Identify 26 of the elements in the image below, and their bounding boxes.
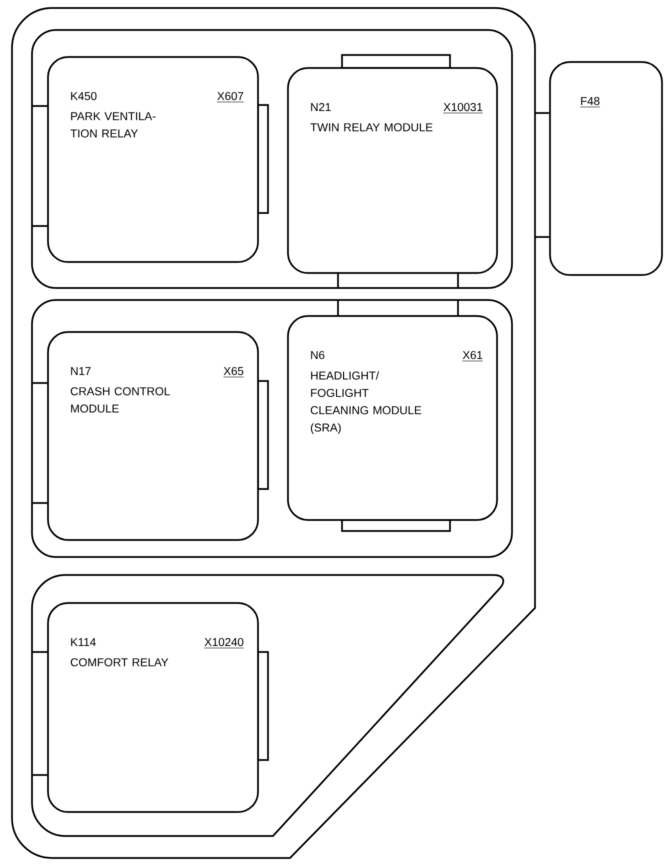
connector-number: X61	[462, 351, 484, 362]
relay-slot	[31, 574, 504, 837]
relay-box	[47, 602, 259, 813]
component-code: N21	[311, 103, 331, 111]
component-name: CRASH CONTROL MODULE	[70, 387, 170, 413]
component-name: HEADLIGHT/ FOGLIGHT CLEANING MODULE (SRA)	[310, 371, 422, 434]
connector-number: X10240	[204, 638, 244, 648]
component-code: N17	[71, 367, 91, 375]
relay-box	[47, 56, 259, 263]
relay-box	[47, 331, 259, 541]
connector-stub	[535, 112, 550, 114]
component-name: TWIN RELAY MODULE	[310, 123, 432, 132]
connector-stub	[535, 236, 550, 238]
component-code: K450	[71, 92, 97, 100]
relay-box	[287, 315, 498, 521]
connector-number: F48	[580, 97, 600, 108]
fuse-block	[549, 61, 663, 276]
component-name: COMFORT RELAY	[70, 658, 168, 666]
connector-number: X10031	[443, 103, 484, 114]
connector-number: X607	[216, 92, 244, 102]
component-name: PARK VENTILA-TION RELAY	[70, 112, 156, 138]
connector-number: X65	[223, 367, 244, 378]
relay-box	[287, 67, 498, 274]
component-code: N6	[311, 351, 324, 360]
fuse-box-housing	[11, 7, 536, 859]
component-code: K114	[71, 638, 96, 646]
